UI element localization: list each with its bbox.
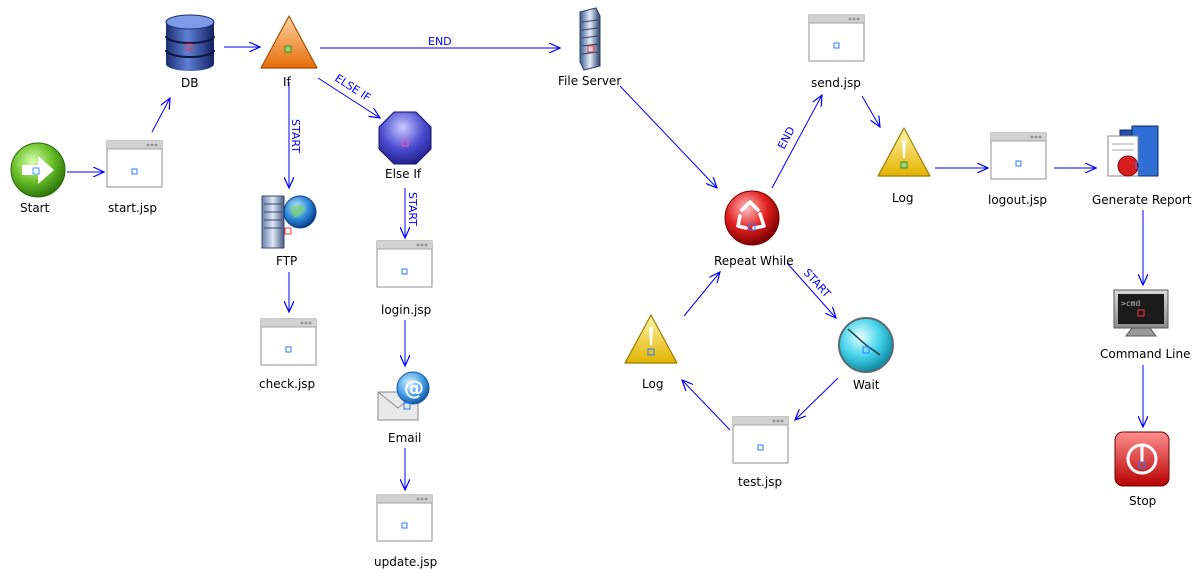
command-line-screen-text: >cmd xyxy=(1121,299,1140,308)
stop-label: Stop xyxy=(1129,494,1157,508)
elseif-label: Else If xyxy=(385,167,422,181)
loginjsp-label: login.jsp xyxy=(381,303,432,317)
jsp-page-icon xyxy=(376,240,433,288)
if-triangle-icon xyxy=(260,15,318,69)
log-right-label: Log xyxy=(892,191,914,205)
edge-label-start-elseif: START xyxy=(406,192,419,226)
stop-node[interactable]: Stop xyxy=(1112,430,1172,512)
commandline-node[interactable]: >cmd Command Line xyxy=(1098,288,1198,368)
repeatwhile-label: Repeat While xyxy=(714,254,794,268)
database-icon xyxy=(165,14,215,71)
loginjsp-node[interactable]: login.jsp xyxy=(376,240,446,320)
logoutjsp-node[interactable]: logout.jsp xyxy=(988,132,1060,212)
wait-label: Wait xyxy=(853,378,880,392)
warning-triangle-icon xyxy=(624,314,678,364)
jsp-page-icon xyxy=(376,494,433,542)
fileserver-node[interactable]: File Server xyxy=(556,7,636,88)
checkjsp-label: check.jsp xyxy=(259,377,316,391)
logoutjsp-label: logout.jsp xyxy=(988,193,1047,207)
edge-label-end-if: END xyxy=(428,35,452,48)
else-if-octagon-icon xyxy=(378,111,432,165)
log-right-node[interactable]: Log xyxy=(876,126,936,206)
db-label: DB xyxy=(181,76,199,90)
email-label: Email xyxy=(388,431,422,445)
connector-sendjsp-to-logright[interactable] xyxy=(861,95,880,127)
edge-label-else-if: ELSE IF xyxy=(332,72,373,105)
report-icon xyxy=(1107,125,1159,177)
ftp-label: FTP xyxy=(276,254,298,268)
connector-repeatwhile-to-sendjsp[interactable] xyxy=(771,95,822,189)
svg-text:@: @ xyxy=(404,376,424,400)
jsp-page-icon xyxy=(260,318,317,366)
testjsp-node[interactable]: test.jsp xyxy=(732,416,802,496)
stop-icon xyxy=(1114,431,1170,487)
start-label: Start xyxy=(20,201,50,215)
start-node[interactable]: Start xyxy=(8,140,68,220)
startjsp-node[interactable]: start.jsp xyxy=(106,140,166,220)
jsp-page-icon xyxy=(106,140,163,188)
warning-triangle-icon xyxy=(877,127,931,177)
repeat-while-icon xyxy=(724,190,780,246)
jsp-page-icon xyxy=(732,416,789,464)
elseif-node[interactable]: Else If xyxy=(376,110,436,190)
connector-repeatwhile-to-wait[interactable] xyxy=(786,262,836,318)
file-server-icon xyxy=(579,7,601,71)
if-node[interactable]: If xyxy=(259,14,319,94)
wait-node[interactable]: Wait xyxy=(836,315,906,395)
email-icon: @ xyxy=(377,371,430,421)
connector-if-to-elseif[interactable] xyxy=(317,77,380,118)
if-label: If xyxy=(283,75,291,89)
generatereport-node[interactable]: Generate Report xyxy=(1092,124,1199,214)
arrow-right-circle-icon xyxy=(10,142,66,198)
connector-testjsp-to-logleft[interactable] xyxy=(682,380,731,431)
clock-icon xyxy=(838,317,894,373)
connector-fileserver-to-repeatwhile[interactable] xyxy=(619,85,717,188)
commandline-label: Command Line xyxy=(1100,347,1191,361)
fileserver-label: File Server xyxy=(558,74,622,88)
connector-logleft-to-repeatwhile[interactable] xyxy=(683,272,720,317)
jsp-page-icon xyxy=(990,132,1047,180)
connector-startjsp-to-db[interactable] xyxy=(151,98,170,133)
email-node[interactable]: @ Email xyxy=(376,370,446,450)
updatejsp-label: update.jsp xyxy=(374,555,438,569)
sendjsp-node[interactable]: send.jsp xyxy=(808,14,878,94)
edge-label-start-if: START xyxy=(289,119,302,153)
log-left-node[interactable]: Log xyxy=(623,313,683,393)
db-node[interactable]: DB xyxy=(162,14,222,94)
ftp-server-icon xyxy=(261,195,317,249)
sendjsp-label: send.jsp xyxy=(811,76,861,90)
generatereport-label: Generate Report xyxy=(1092,193,1192,207)
repeatwhile-node[interactable]: Repeat While xyxy=(712,190,812,270)
log-left-label: Log xyxy=(642,377,664,391)
updatejsp-node[interactable]: update.jsp xyxy=(374,494,446,570)
startjsp-label: start.jsp xyxy=(108,201,157,215)
testjsp-label: test.jsp xyxy=(738,475,783,489)
command-line-icon: >cmd xyxy=(1113,289,1169,337)
checkjsp-node[interactable]: check.jsp xyxy=(259,318,330,398)
ftp-node[interactable]: FTP xyxy=(254,190,324,272)
connector-wait-to-testjsp[interactable] xyxy=(795,377,839,420)
jsp-page-icon xyxy=(808,14,865,62)
